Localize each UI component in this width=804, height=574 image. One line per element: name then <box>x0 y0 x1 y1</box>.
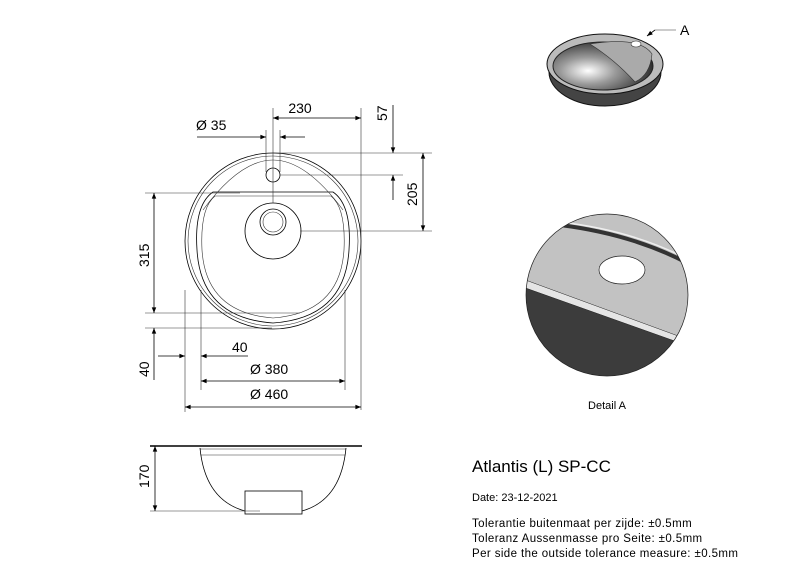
tolerance-nl: Tolerantie buitenmaat per zijde: ±0.5mm <box>472 518 693 530</box>
dim-380: Ø 380 <box>250 361 288 377</box>
detail-a-view: Detail A <box>525 213 689 412</box>
dimension-labels: 230 Ø 35 57 205 315 40 40 Ø 380 Ø 460 17… <box>136 100 420 488</box>
dim-205: 205 <box>404 182 420 206</box>
tap-hole-3d <box>630 40 642 48</box>
bowl-outline <box>196 191 350 324</box>
detail-hole <box>598 255 646 285</box>
detail-caption: Detail A <box>588 400 627 412</box>
dim-315: 315 <box>136 243 152 267</box>
callout-arrow <box>646 29 656 37</box>
bowl-inner-outline <box>201 195 345 319</box>
tolerance-de: Toleranz Aussenmasse pro Seite: ±0.5mm <box>472 533 703 545</box>
dim-170: 170 <box>136 464 152 488</box>
sink-3d-view: A <box>546 22 690 107</box>
detail-border <box>525 213 689 377</box>
dim-230: 230 <box>288 100 312 116</box>
callout-label: A <box>680 22 690 38</box>
dim-40-horizontal: 40 <box>232 339 248 355</box>
dimension-lines <box>145 105 432 412</box>
dim-460: Ø 460 <box>250 386 288 402</box>
drain-inner <box>259 208 287 236</box>
dim-40-vertical: 40 <box>136 361 152 377</box>
tolerance-en: Per side the outside tolerance measure: … <box>472 548 739 560</box>
drawing-date: Date: 23-12-2021 <box>472 492 558 504</box>
dim-57: 57 <box>374 105 390 121</box>
drain-outer <box>244 202 302 260</box>
dim-tap-diameter: Ø 35 <box>196 117 227 133</box>
side-view <box>150 445 362 515</box>
product-title: Atlantis (L) SP-CC <box>472 457 611 476</box>
bowl-side-left <box>199 447 246 512</box>
drain-core <box>262 211 284 233</box>
drain-box <box>244 490 303 515</box>
bowl-side-right <box>301 447 347 512</box>
